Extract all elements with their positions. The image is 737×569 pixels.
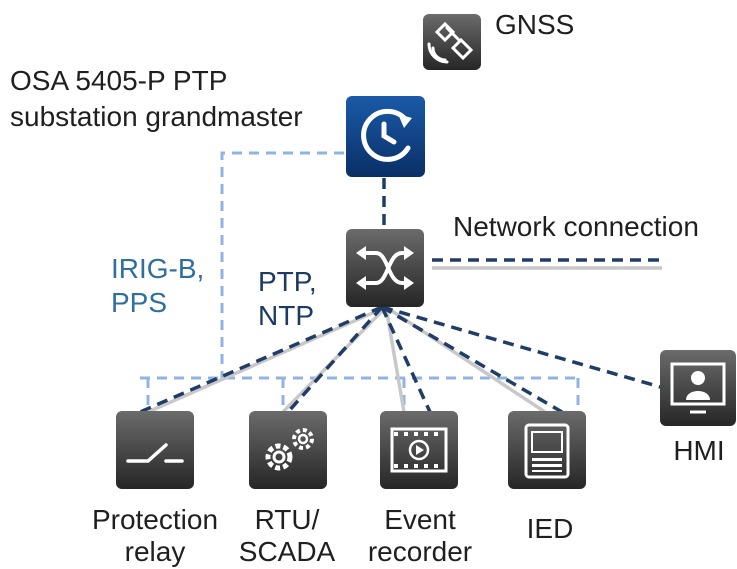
ptp-label-line1: PTP, [258,266,317,297]
video-recorder-icon [380,411,458,489]
irig-label-line1: IRIG-B, [111,253,205,284]
irig-label-line2: PPS [111,287,168,318]
protection-relay-label-line1: Protection [91,504,219,535]
ied-device-icon [508,411,586,489]
satellite-icon [423,14,481,70]
hmi-label: HMI [673,435,725,466]
event-recorder-label-line1: Event [384,504,456,535]
grandmaster-title-line2: substation grandmaster [10,101,303,132]
network-switch-icon [346,229,424,307]
gnss-label: GNSS [495,9,575,40]
protection-relay-label-line2: relay [124,536,186,567]
gears-icon [249,411,327,489]
rtu-scada-label-line2: SCADA [238,536,336,567]
grandmaster-clock-icon [346,96,425,177]
rtu-scada-label-line1: RTU/ [254,504,320,535]
ptp-label-line2: NTP [258,300,314,331]
ied-label: IED [526,513,574,544]
relay-switch-icon [116,411,194,489]
irig-pps-lines [140,151,580,410]
network-connection-label: Network connection [453,211,699,242]
event-recorder-label-line2: recorder [367,536,473,567]
grandmaster-title-line1: OSA 5405-P PTP [10,65,228,96]
ptp-ntp-lines [139,178,665,414]
hmi-monitor-icon [660,350,736,426]
network-cable-lines [147,266,662,414]
